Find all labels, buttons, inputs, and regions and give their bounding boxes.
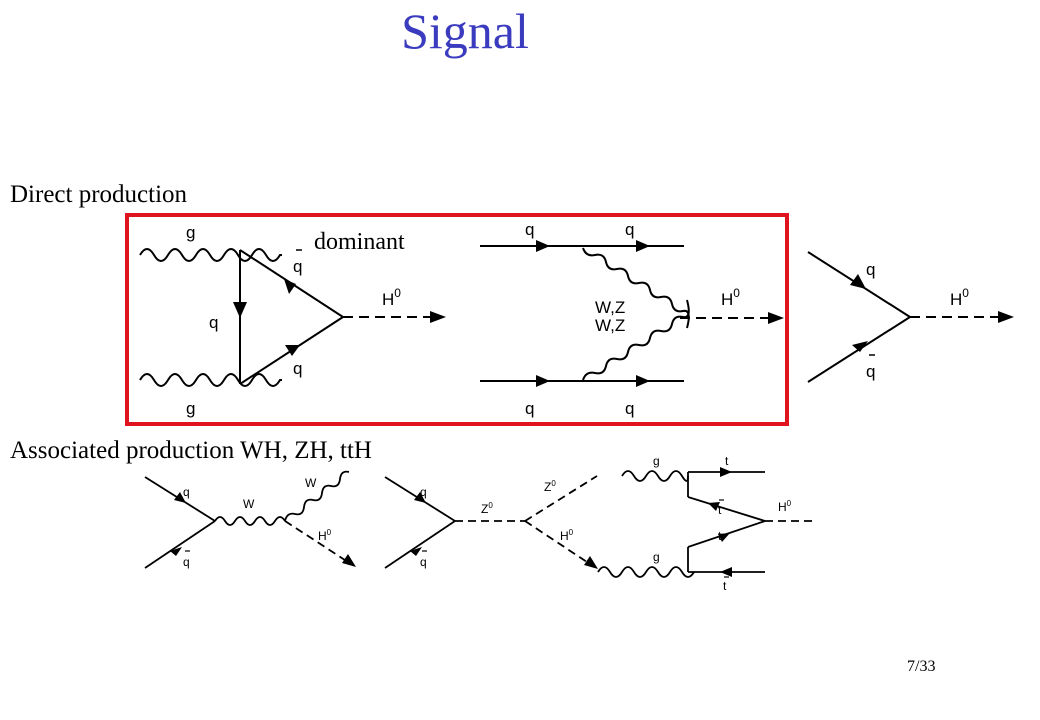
label-z-propagator: Z0: [481, 501, 493, 516]
label-tbar-bottom: t: [723, 579, 727, 593]
label-qbar-in: q: [866, 362, 875, 381]
label-higgs: H0: [382, 286, 401, 309]
label-higgs-qq: H0: [950, 286, 969, 309]
label-q-in-bottom: q: [525, 399, 534, 418]
label-z-out: Z0: [544, 479, 556, 494]
quark-annihilation-diagram: q q H0: [807, 251, 1014, 383]
label-q-in-top: q: [525, 220, 534, 239]
label-w-out: W: [305, 476, 317, 490]
gluon-fusion-diagram: g g q q q H0: [139, 223, 446, 418]
label-t-lower: t: [718, 529, 722, 543]
tth-production-diagram: g g t t t t H0: [597, 454, 812, 593]
label-qbar-zh: q: [420, 555, 427, 569]
label-q-wh: q: [183, 485, 190, 499]
direct-production-label: Direct production: [10, 181, 188, 208]
label-q-zh: q: [420, 485, 427, 499]
label-q-in: q: [866, 260, 875, 279]
label-higgs-wh: H0: [318, 528, 332, 543]
label-t-top: t: [725, 454, 729, 468]
label-g-tth-top: g: [653, 454, 660, 468]
label-g-top: g: [186, 223, 195, 242]
zh-production-diagram: q q Z0 Z0 H0: [384, 475, 598, 569]
label-higgs-vbf: H0: [721, 286, 740, 309]
label-q-out-bottom: q: [625, 399, 634, 418]
label-q-loop: q: [209, 313, 218, 332]
label-q-out-top: q: [625, 220, 634, 239]
gluon-line-top: [139, 248, 282, 262]
associated-production-label: Associated production WH, ZH, ttH: [10, 437, 372, 464]
label-g-bottom: g: [186, 399, 195, 418]
label-higgs-zh: H0: [560, 528, 574, 543]
label-qbar: q: [293, 257, 302, 276]
label-tbar-upper: t: [718, 503, 722, 517]
gluon-line-bottom: [139, 373, 282, 387]
label-wz-bottom: W,Z: [595, 316, 625, 335]
vector-boson-fusion-diagram: q q q q W,Z W,Z H0: [480, 220, 784, 418]
label-wz-top: W,Z: [595, 298, 625, 317]
label-q-lower: q: [293, 359, 302, 378]
label-w-propagator: W: [243, 497, 255, 511]
label-qbar-wh: q: [183, 555, 190, 569]
dominant-annotation: dominant: [314, 229, 405, 255]
page-title: Signal: [401, 3, 529, 59]
dominant-highlight-box: [125, 213, 789, 426]
label-higgs-tth: H0: [778, 499, 792, 514]
wh-production-diagram: q q W W H0: [144, 470, 356, 569]
label-g-tth-bottom: g: [653, 550, 660, 564]
page-number: 7/33: [907, 658, 936, 675]
